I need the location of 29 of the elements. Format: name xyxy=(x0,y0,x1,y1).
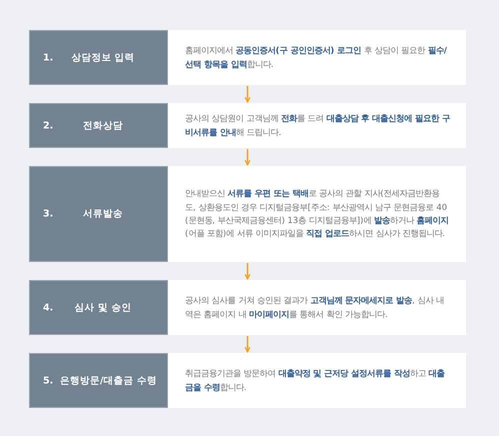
step-header xyxy=(29,280,168,335)
step-number: 4. xyxy=(43,302,54,313)
step-card xyxy=(29,30,466,85)
step-card xyxy=(29,280,466,335)
arrow xyxy=(244,149,250,166)
step-description: 공사의 상담원이 고객님께 전화를 드려 대출상담 후 대출신청에 필요한 구비서류를 안내해 드립니다. xyxy=(185,112,450,138)
step-title: 심사 및 승인 xyxy=(74,301,132,314)
step-card xyxy=(29,103,466,148)
step-number: 1. xyxy=(43,52,54,63)
arrow xyxy=(244,86,250,103)
step-card xyxy=(29,166,466,262)
step-card xyxy=(29,353,466,408)
arrow xyxy=(244,263,250,280)
step-number: 2. xyxy=(43,120,54,131)
step-header xyxy=(29,30,168,85)
step-description: 취급금융기관을 방문하여 대출약정 및 근저당 설정서류를 작성하고 대출금을 수령합니다. xyxy=(185,367,446,394)
step-description: 안내받으신 서류를 우편 또는 택배로 공사의 관할 지사(전세자금반환용도, 상환용도인 경우 디지털금융부[주소: 부산광역시 남구 문현금융로 40(문현동, 부산국제금융센터) 13층 디지털금융부])에 발송하거나 홈페이지(어플 포함)에 서류 이미지파일을 직접 업로드하시면 심사가 진행됩니다. xyxy=(185,187,450,240)
step-number: 5. xyxy=(43,375,54,386)
step-header xyxy=(29,103,168,148)
step-description: 홈페이지에서 공동인증서(구 공인인증서) 로그인 후 상담이 필요한 필수/선택 항목을 입력합니다. xyxy=(185,44,448,70)
step-header xyxy=(29,353,168,408)
step-title: 상담정보 입력 xyxy=(71,51,135,64)
step-title: 전화상담 xyxy=(83,119,123,132)
step-title: 은행방문/대출금 수령 xyxy=(60,374,157,387)
step-number: 3. xyxy=(43,208,54,220)
step-description: 공사의 심사를 거쳐 승인된 결과가 고객님께 문자메세지로 발송, 심사 내역은 홈페이지 내 마이페이지를 통해서 확인 가능합니다. xyxy=(185,294,446,320)
step-header xyxy=(29,166,168,262)
arrow xyxy=(244,336,250,353)
step-title: 서류발송 xyxy=(83,208,123,220)
